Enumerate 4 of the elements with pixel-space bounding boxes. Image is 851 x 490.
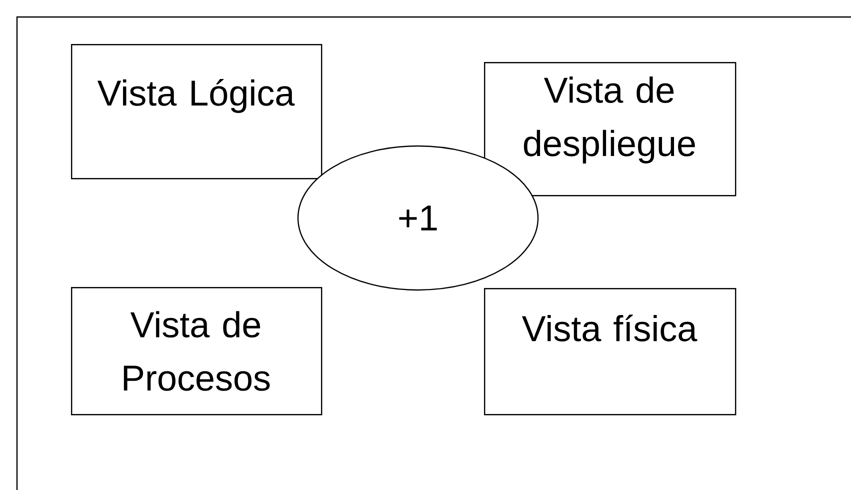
view-box: Vista física [484,288,736,416]
view-box: Vista Lógica [71,44,322,180]
view-box: Vista de Procesos [71,287,322,416]
view-box: Vista de despliegue [484,62,736,196]
